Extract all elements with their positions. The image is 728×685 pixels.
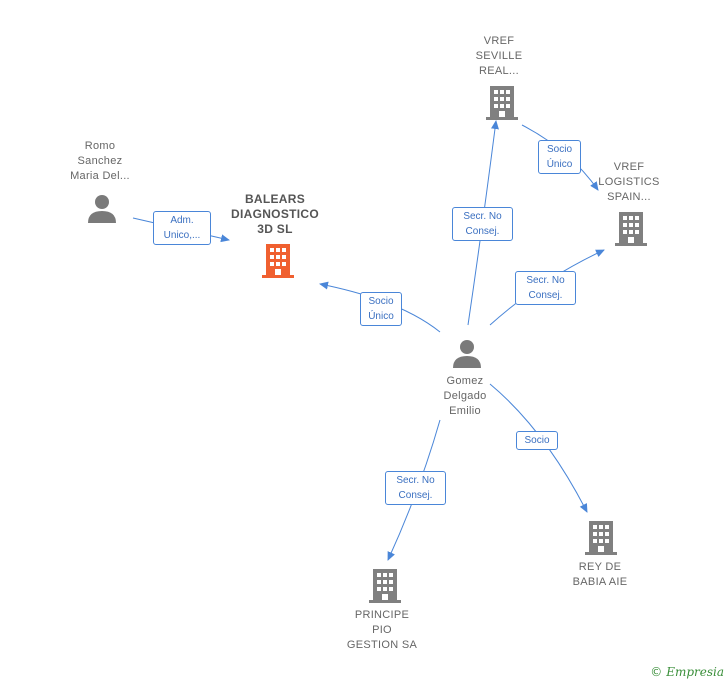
- node-label-vref-seville[interactable]: VREF SEVILLE REAL...: [475, 35, 523, 77]
- building-icon[interactable]: [585, 519, 617, 555]
- node-label-vref-logistics[interactable]: VREF LOGISTICS SPAIN...: [598, 161, 660, 203]
- edge-label-gomez-balears: Socio Único: [360, 292, 402, 326]
- edge-label-gomez-rey: Socio: [516, 431, 558, 450]
- edge-label-seville-logistics: Socio Único: [538, 140, 581, 174]
- person-icon[interactable]: [86, 193, 118, 223]
- node-label-gomez[interactable]: Gomez Delgado Emilio: [443, 375, 487, 417]
- edge-label-gomez-logistics: Secr. No Consej.: [515, 271, 576, 305]
- building-icon-main[interactable]: [262, 242, 294, 278]
- copyright-icon: ©: [650, 665, 663, 679]
- edge-label-romo-balears: Adm. Unico,...: [153, 211, 211, 245]
- edge-label-gomez-principe: Secr. No Consej.: [385, 471, 446, 505]
- node-label-balears[interactable]: BALEARS DIAGNOSTICO 3D SL: [231, 192, 319, 236]
- building-icon[interactable]: [369, 567, 401, 603]
- brand-logo: ©Empresia: [650, 665, 724, 679]
- node-label-rey[interactable]: REY DE BABIA AIE: [572, 561, 628, 588]
- edge-label-gomez-seville: Secr. No Consej.: [452, 207, 513, 241]
- brand-name: Empresia: [666, 665, 724, 679]
- building-icon[interactable]: [486, 84, 518, 120]
- node-label-romo[interactable]: Romo Sanchez Maria Del...: [70, 140, 130, 182]
- building-icon[interactable]: [615, 210, 647, 246]
- node-label-principe[interactable]: PRINCIPE PIO GESTION SA: [346, 609, 418, 651]
- person-icon[interactable]: [451, 338, 483, 368]
